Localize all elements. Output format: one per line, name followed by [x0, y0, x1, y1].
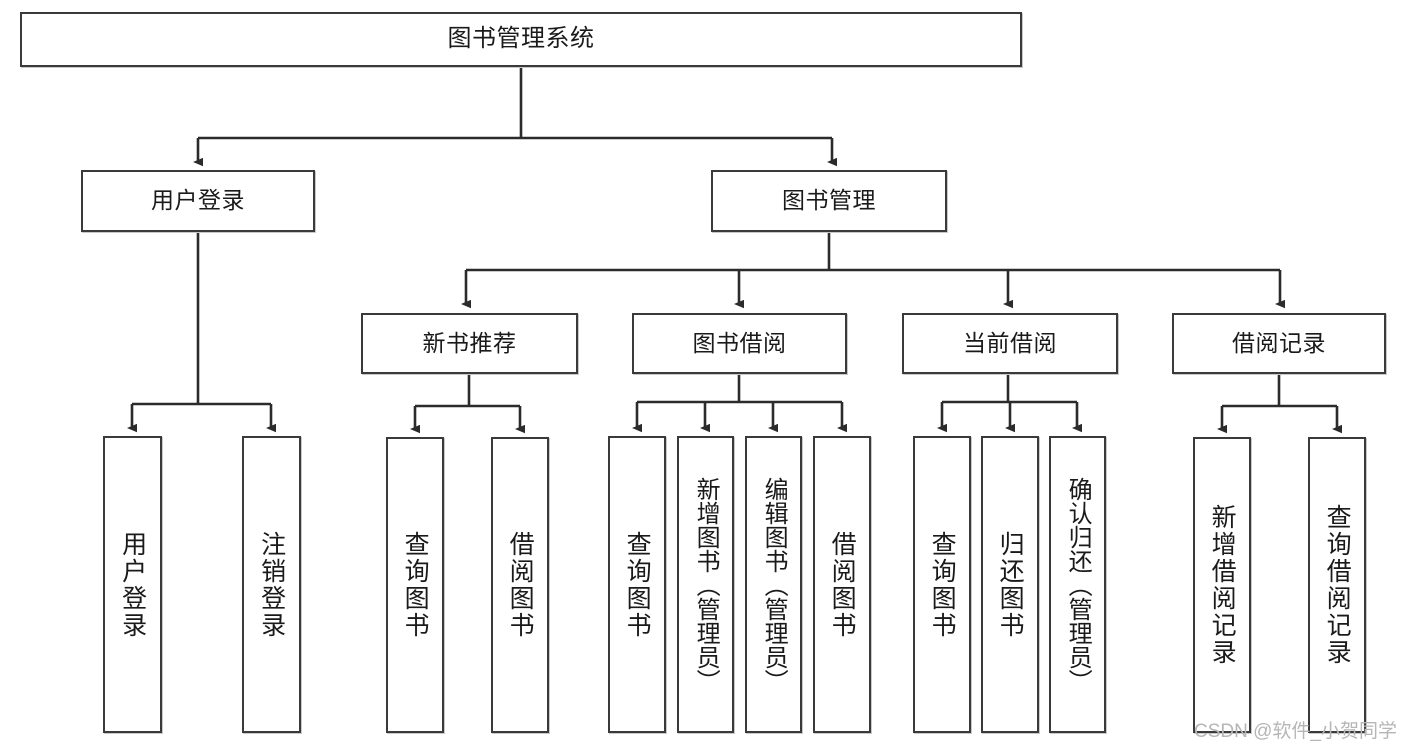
node-new-book-recommend[interactable]: 新书推荐	[361, 313, 578, 374]
node-current-borrow[interactable]: 当前借阅	[902, 313, 1118, 374]
node-leaf-user-login-label: 用户登录	[118, 530, 147, 639]
node-leaf-add-record[interactable]: 新增借阅记录	[1193, 437, 1251, 733]
node-leaf-add-record-label: 新增借阅记录	[1208, 504, 1237, 666]
node-leaf-user-login[interactable]: 用户登录	[103, 436, 162, 733]
node-leaf-query-record-label: 查询借阅记录	[1323, 504, 1352, 666]
node-leaf-borrow-book-2-label: 借阅图书	[828, 530, 857, 639]
node-borrow-record[interactable]: 借阅记录	[1172, 313, 1386, 374]
node-leaf-query-record[interactable]: 查询借阅记录	[1308, 437, 1366, 733]
node-leaf-borrow-book-1[interactable]: 借阅图书	[491, 437, 549, 733]
node-leaf-query-book-2[interactable]: 查询图书	[608, 436, 666, 733]
node-leaf-query-book-2-label: 查询图书	[623, 530, 652, 639]
node-leaf-query-book-1[interactable]: 查询图书	[386, 437, 444, 733]
node-book-manage-label: 图书管理	[782, 187, 876, 214]
node-leaf-borrow-book-1-label: 借阅图书	[506, 531, 535, 639]
node-leaf-return-book-label: 归还图书	[996, 530, 1025, 639]
node-leaf-logout[interactable]: 注销登录	[242, 436, 301, 733]
node-leaf-borrow-book-2[interactable]: 借阅图书	[813, 436, 871, 733]
node-leaf-return-book[interactable]: 归还图书	[981, 436, 1039, 733]
node-leaf-confirm-return-label: 确认归还（管理员）	[1064, 476, 1092, 693]
node-user-login-label: 用户登录	[151, 187, 245, 214]
node-leaf-logout-label: 注销登录	[257, 530, 286, 639]
node-leaf-confirm-return[interactable]: 确认归还（管理员）	[1049, 436, 1106, 733]
node-leaf-query-book-3-label: 查询图书	[928, 530, 957, 639]
node-book-borrow-label: 图书借阅	[692, 329, 787, 356]
node-leaf-add-book-label: 新增图书（管理员）	[692, 476, 720, 693]
node-leaf-edit-book[interactable]: 编辑图书（管理员）	[745, 436, 802, 733]
node-leaf-query-book-1-label: 查询图书	[401, 531, 430, 639]
node-leaf-query-book-3[interactable]: 查询图书	[913, 436, 971, 733]
node-leaf-add-book[interactable]: 新增图书（管理员）	[677, 436, 734, 733]
node-current-borrow-label: 当前借阅	[963, 329, 1057, 356]
node-user-login[interactable]: 用户登录	[81, 170, 315, 232]
node-new-book-recommend-label: 新书推荐	[422, 329, 517, 356]
node-book-manage[interactable]: 图书管理	[711, 170, 947, 232]
node-borrow-record-label: 借阅记录	[1232, 329, 1326, 356]
node-root[interactable]: 图书管理系统	[20, 12, 1022, 67]
node-root-label: 图书管理系统	[447, 25, 595, 53]
watermark: CSDN @软件_小贺同学	[1194, 721, 1397, 742]
node-book-borrow[interactable]: 图书借阅	[632, 313, 847, 374]
node-leaf-edit-book-label: 编辑图书（管理员）	[760, 476, 788, 693]
